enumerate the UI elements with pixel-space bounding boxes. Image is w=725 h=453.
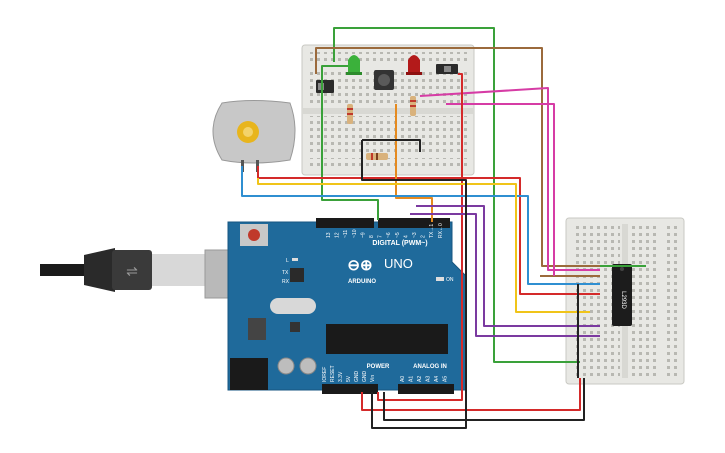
pin-label: ~10 [352, 229, 358, 238]
led-green[interactable] [346, 55, 362, 75]
wire-pink-2 [446, 103, 555, 276]
pin-label: RX←0 [438, 223, 444, 238]
pin-label: A2 [417, 376, 423, 382]
resistor-2[interactable] [410, 96, 416, 116]
pin-label: 4 [403, 235, 409, 238]
pin-label: GND [362, 371, 368, 383]
pin-label: A4 [434, 376, 440, 382]
l-led-label: L [286, 258, 289, 264]
pin-label: A5 [443, 376, 449, 382]
pin-label: 13 [326, 232, 332, 238]
push-button[interactable] [374, 70, 394, 90]
wire-black-top [362, 139, 421, 152]
wire-yellow [257, 178, 590, 313]
wire-pink [419, 87, 600, 271]
wire-orange [395, 104, 433, 222]
pin-label: 2 [421, 235, 427, 238]
slide-switch-left[interactable] [316, 80, 334, 93]
wire-red-led [377, 73, 463, 401]
slide-switch-right[interactable] [436, 64, 458, 74]
l293d-chip[interactable]: L293D [612, 264, 632, 326]
usb-icon: ⇌ [126, 263, 138, 279]
pin-label: TX→1 [429, 224, 435, 238]
pin-label: A0 [400, 376, 406, 382]
wires [241, 27, 646, 429]
pin-label: 8 [369, 235, 375, 238]
wire-blue [241, 166, 600, 285]
pin-label: 5V [346, 375, 352, 382]
rx-label: RX [282, 279, 290, 285]
dc-motor[interactable] [212, 100, 296, 173]
digital-header-label: DIGITAL (PWM~) [372, 240, 427, 247]
wire-red-motor [257, 166, 600, 295]
wire-black-gnd [383, 378, 585, 421]
chip-label: L293D [620, 291, 626, 309]
wire-black-main [361, 140, 467, 429]
board-brand: ARDUINO [348, 279, 376, 285]
arduino-logo-icon: ⊖⊕ [347, 257, 372, 274]
wire-green-led [321, 65, 379, 220]
resistor-3[interactable] [366, 153, 388, 160]
pin-label: A3 [426, 376, 432, 382]
top-breadboard[interactable] [301, 44, 475, 176]
pin-label: A1 [409, 376, 415, 382]
led-red[interactable] [406, 55, 422, 75]
pin-label: ~3 [412, 232, 418, 238]
board-model: UNO [384, 256, 413, 271]
pin-label: ~11 [343, 230, 349, 238]
crystal-oscillator [270, 298, 316, 314]
wire-red-5v [361, 378, 581, 411]
pin-label: ~9 [360, 232, 366, 238]
pin-label: Vin [370, 375, 376, 382]
pin-label: ~6 [386, 232, 392, 238]
power-header-label: POWER [367, 364, 390, 370]
on-led-label: ON [446, 277, 454, 283]
analog-header-label: ANALOG IN [413, 364, 447, 370]
pin-label: IOREF [322, 367, 328, 382]
wire-brown [315, 47, 600, 267]
pin-label: 7 [378, 235, 384, 238]
atmega-chip [326, 324, 448, 354]
usb-chip [290, 268, 304, 282]
pin-label: ~5 [395, 232, 401, 238]
wire-purple-2 [410, 213, 600, 337]
reset-button[interactable] [248, 229, 260, 241]
wire-purple-1 [416, 205, 600, 327]
power-jack [230, 358, 268, 390]
pin-label: RESET [330, 365, 336, 382]
pin-label: GND [354, 371, 360, 383]
tx-label: TX [282, 270, 289, 276]
pin-label: 12 [335, 232, 341, 238]
wire-green-top [333, 27, 580, 363]
pin-label: 3.3V [338, 371, 344, 382]
resistor-1[interactable] [347, 104, 353, 124]
